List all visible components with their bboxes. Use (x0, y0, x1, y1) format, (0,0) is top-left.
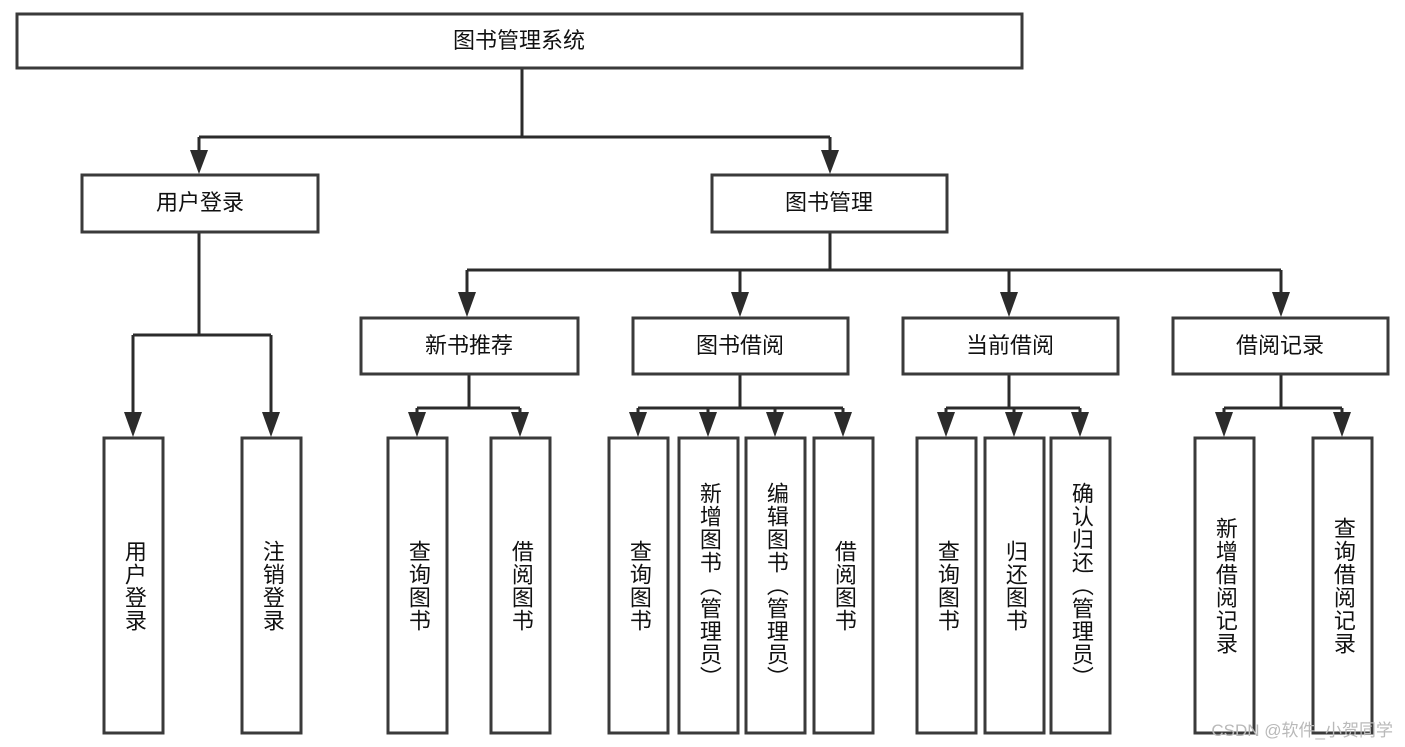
arrow-head-leaf-user-login (124, 412, 142, 437)
label-new-book-recommend: 新书推荐 (425, 333, 513, 358)
node-box-user-login[interactable] (80, 173, 320, 234)
arrow-head-current-borrow (1000, 292, 1018, 317)
node-box-leaf-cb-2[interactable] (983, 436, 1046, 735)
arrow-head-book-borrow (731, 292, 749, 317)
node-box-borrow-record[interactable] (1171, 316, 1390, 376)
watermark-text: CSDN @软件_小贺同学 (1211, 721, 1393, 740)
node-box-leaf-cb-3[interactable] (1049, 436, 1112, 735)
arrow-head-leaf-logout (262, 412, 280, 437)
node-box-leaf-cb-1[interactable] (915, 436, 978, 735)
connector-group-current-borrow (937, 374, 1089, 437)
label-user-login: 用户登录 (156, 190, 244, 215)
arrow-head-br-leaf-2 (1333, 412, 1351, 437)
arrow-head-bb-leaf-2 (699, 412, 717, 437)
label-book-manage: 图书管理 (785, 190, 873, 215)
arrow-head-br-leaf-1 (1215, 412, 1233, 437)
label-current-borrow: 当前借阅 (966, 333, 1054, 358)
node-box-new-book-recommend[interactable] (359, 316, 580, 376)
arrow-head-nbr-leaf-2 (511, 412, 529, 437)
arrow-head-bb-leaf-4 (834, 412, 852, 437)
arrow-head-nbr-leaf-1 (408, 412, 426, 437)
arrow-head-cb-leaf-3 (1071, 412, 1089, 437)
node-box-leaf-bb-3[interactable] (744, 436, 807, 735)
label-book-borrow: 图书借阅 (696, 333, 784, 358)
node-box-leaf-br-1[interactable] (1193, 436, 1256, 735)
arrow-head-bb-leaf-1 (629, 412, 647, 437)
connector-group-user-login (124, 232, 280, 437)
label-borrow-record: 借阅记录 (1236, 333, 1324, 358)
node-box-leaf-nbr-2[interactable] (489, 436, 552, 735)
node-box-leaf-br-2[interactable] (1311, 436, 1374, 735)
arrow-head-borrow-record (1272, 292, 1290, 317)
node-box-current-borrow[interactable] (901, 316, 1120, 376)
arrow-head-new-book-recommend (458, 292, 476, 317)
connector-group-book-manage (458, 232, 1290, 317)
arrow-head-book-manage (821, 150, 839, 174)
connector-group-book-borrow (629, 374, 852, 437)
label-root: 图书管理系统 (453, 28, 585, 53)
node-box-root[interactable] (15, 12, 1024, 70)
node-box-book-manage[interactable] (710, 173, 949, 234)
connector-group-root (190, 68, 839, 174)
connector-group-borrow-record (1215, 374, 1351, 437)
arrow-head-cb-leaf-1 (937, 412, 955, 437)
node-box-leaf-logout[interactable] (240, 436, 303, 735)
node-box-leaf-user-login[interactable] (102, 436, 165, 735)
node-box-leaf-bb-1[interactable] (607, 436, 670, 735)
node-box-leaf-bb-2[interactable] (677, 436, 740, 735)
arrow-head-user-login (190, 150, 208, 174)
arrow-head-bb-leaf-3 (766, 412, 784, 437)
node-box-leaf-bb-4[interactable] (812, 436, 875, 735)
node-box-book-borrow[interactable] (631, 316, 850, 376)
arrow-head-cb-leaf-2 (1005, 412, 1023, 437)
connector-group-new-book-recommend (408, 374, 529, 437)
node-box-leaf-nbr-1[interactable] (386, 436, 449, 735)
